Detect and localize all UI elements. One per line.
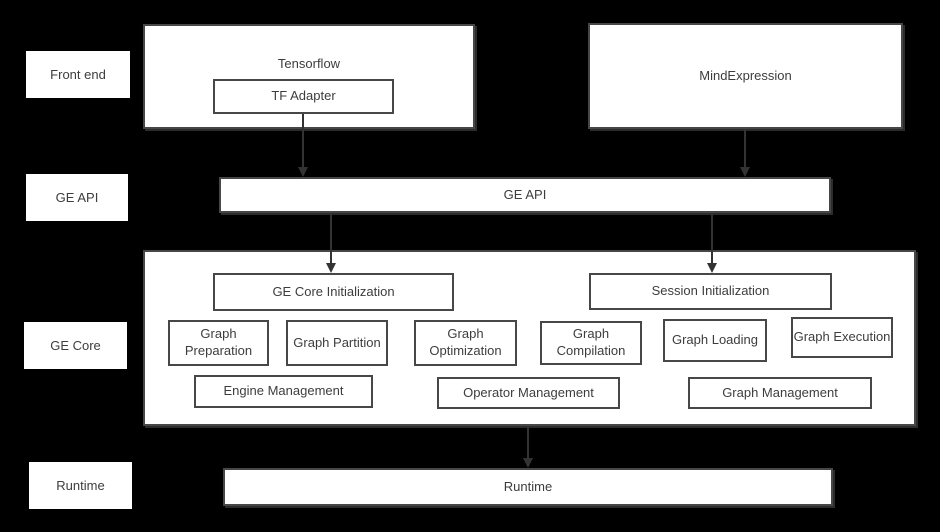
session-initialization-box: Session Initialization <box>589 273 832 310</box>
arrow-tf-adapter-to-ge-api <box>298 114 308 177</box>
graph-compilation-box: Graph Compilation <box>540 321 642 365</box>
arrow-head-icon <box>326 263 336 273</box>
arrow-mindexpression-to-ge-api <box>740 129 750 177</box>
graph-execution-box: Graph Execution <box>791 317 893 358</box>
row-label-ge-core: GE Core <box>24 322 127 369</box>
ge-core-initialization-box: GE Core Initialization <box>213 273 454 311</box>
row-label-ge-api: GE API <box>26 174 128 221</box>
operator-management-box: Operator Management <box>437 377 620 409</box>
arrow-head-icon <box>523 458 533 468</box>
arrow-head-icon <box>298 167 308 177</box>
arrow-line <box>527 426 529 459</box>
arrow-line <box>302 114 304 168</box>
engine-management-box: Engine Management <box>194 375 373 408</box>
arrow-line <box>711 213 713 264</box>
arrow-head-icon <box>707 263 717 273</box>
graph-management-box: Graph Management <box>688 377 872 409</box>
ge-core-box: GE Core Initialization Session Initializ… <box>143 250 916 426</box>
tensorflow-box: Tensorflow TF Adapter <box>143 24 475 129</box>
row-label-front-end: Front end <box>26 51 130 98</box>
graph-preparation-box: Graph Preparation <box>168 320 269 366</box>
arrow-line <box>330 213 332 264</box>
arrow-ge-api-to-session-initialization <box>707 213 717 273</box>
arrow-ge-api-to-ge-core-initialization <box>326 213 336 273</box>
arrow-head-icon <box>740 167 750 177</box>
ge-api-bar: GE API <box>219 177 831 213</box>
tensorflow-label: Tensorflow <box>277 56 341 71</box>
row-label-runtime: Runtime <box>29 462 132 509</box>
mindexpression-box: MindExpression <box>588 23 903 129</box>
graph-loading-box: Graph Loading <box>663 319 767 362</box>
runtime-bar: Runtime <box>223 468 833 506</box>
tf-adapter-box: TF Adapter <box>213 79 394 114</box>
arrow-ge-core-to-runtime <box>523 426 533 468</box>
graph-partition-box: Graph Partition <box>286 320 388 366</box>
arrow-line <box>744 129 746 168</box>
graph-optimization-box: Graph Optimization <box>414 320 517 366</box>
